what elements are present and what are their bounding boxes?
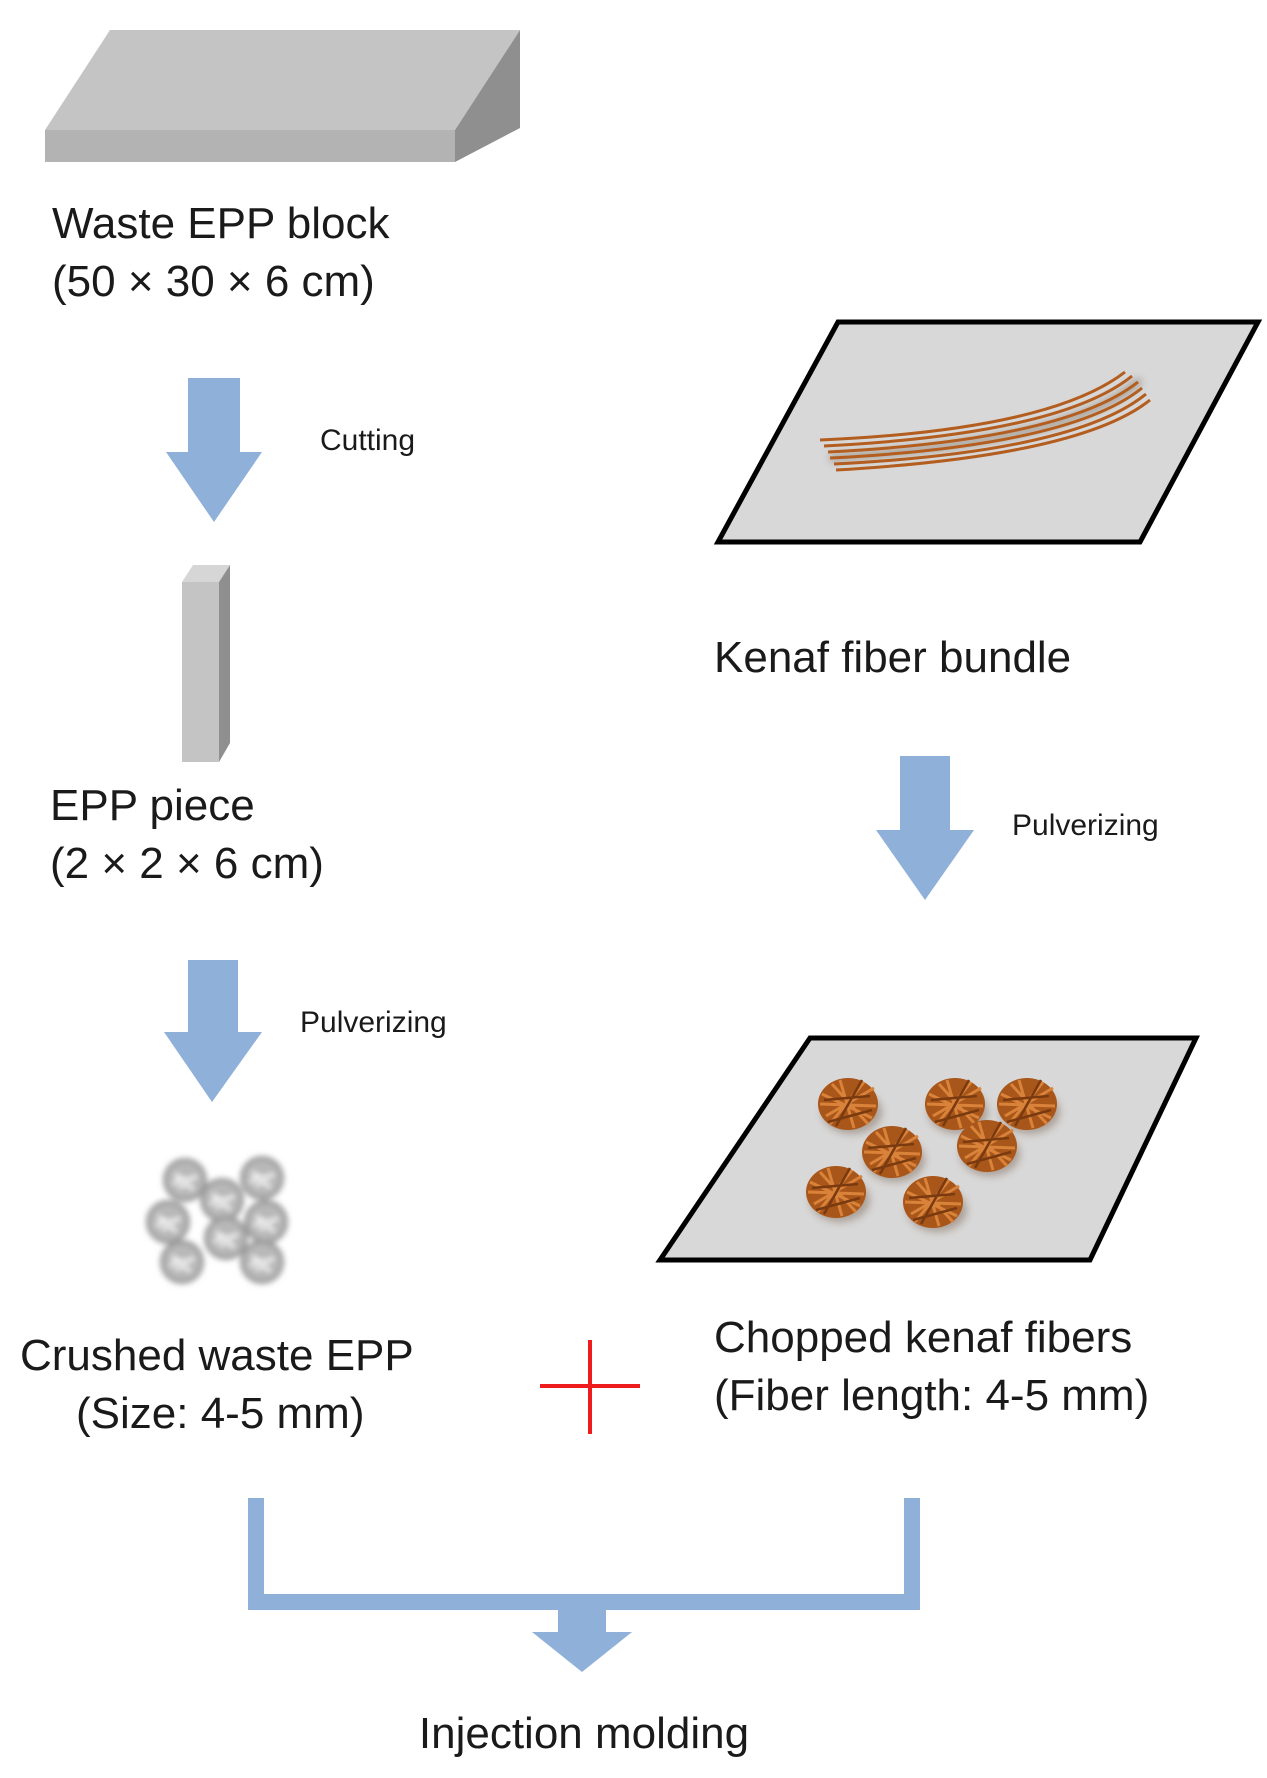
kenaf-bundle-label: Kenaf fiber bundle bbox=[714, 633, 1071, 682]
epp-pulverizing-step-label: Pulverizing bbox=[300, 1006, 447, 1039]
chopped-kenaf-size: (Fiber length: 4-5 mm) bbox=[714, 1371, 1149, 1420]
plus-icon bbox=[540, 1340, 640, 1434]
arrow-down-icon bbox=[164, 960, 262, 1102]
crushed-epp-size: (Size: 4-5 mm) bbox=[76, 1389, 364, 1438]
chopped-kenaf-label: Chopped kenaf fibers bbox=[714, 1313, 1132, 1362]
epp-piece-label: EPP piece bbox=[50, 781, 255, 830]
cutting-step-label: Cutting bbox=[320, 424, 415, 457]
merge-bracket bbox=[248, 1498, 920, 1672]
epp-piece-icon bbox=[182, 565, 230, 762]
epp-block-label: Waste EPP block bbox=[52, 199, 390, 248]
injection-molding-label: Injection molding bbox=[419, 1709, 749, 1758]
epp-block-icon bbox=[45, 30, 520, 162]
arrow-down-icon bbox=[876, 756, 974, 900]
chopped-kenaf-icon bbox=[655, 1035, 1200, 1263]
arrow-down-icon bbox=[166, 378, 262, 522]
epp-block-size: (50 × 30 × 6 cm) bbox=[52, 257, 375, 306]
crushed-epp-label: Crushed waste EPP bbox=[20, 1331, 414, 1380]
kenaf-bundle-icon bbox=[713, 319, 1263, 545]
arrow-down-icon bbox=[532, 1608, 632, 1672]
crushed-epp-icon bbox=[144, 1154, 290, 1286]
kenaf-pulverizing-step-label: Pulverizing bbox=[1012, 809, 1159, 842]
epp-piece-size: (2 × 2 × 6 cm) bbox=[50, 839, 324, 888]
